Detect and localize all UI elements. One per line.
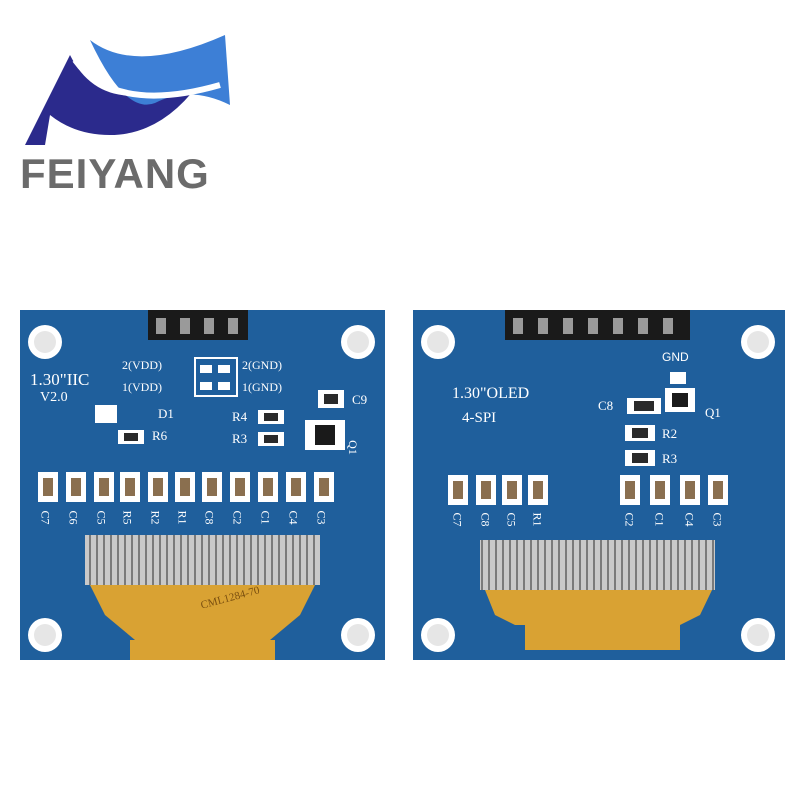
component-label: C5: [94, 510, 109, 525]
component-label: GND: [662, 350, 689, 364]
pin-label: 2(GND): [242, 358, 282, 372]
component-label: D1: [158, 406, 174, 421]
component-label: R2: [148, 510, 163, 525]
component-label: C2: [622, 512, 637, 527]
component-label: C8: [202, 510, 217, 525]
component-label: C1: [258, 510, 273, 525]
component-label: C7: [38, 510, 53, 525]
component-label: C5: [504, 512, 519, 527]
right-module-interface: 4-SPI: [462, 410, 497, 426]
brand-name: FEIYANG: [20, 150, 210, 197]
component-label: C2: [230, 510, 245, 525]
pin-label: 2(VDD): [122, 358, 162, 372]
component-label: C8: [478, 512, 493, 527]
component-label: C3: [314, 510, 329, 525]
right-oled-module: [413, 310, 785, 660]
component-label: Q1: [705, 405, 721, 420]
left-module-title: 1.30"IIC: [30, 370, 90, 389]
component-label: R4: [232, 409, 248, 424]
component-label: C6: [66, 510, 81, 525]
component-label: C8: [598, 398, 614, 413]
component-label: R1: [530, 512, 545, 527]
component-label: Q1: [345, 440, 360, 455]
component-label: C3: [710, 512, 725, 527]
component-label: C4: [286, 510, 301, 525]
left-module-version: V2.0: [40, 390, 68, 405]
pin-label: 1(VDD): [122, 380, 162, 394]
pin-label: 1(GND): [242, 380, 282, 394]
component-label: C9: [352, 392, 368, 407]
component-label: R3: [662, 451, 678, 466]
feiyang-logo-icon: [25, 35, 230, 145]
component-label: R3: [232, 431, 248, 446]
left-oled-module: [20, 310, 385, 660]
component-label: C7: [450, 512, 465, 527]
right-module-title: 1.30"OLED: [452, 385, 530, 402]
component-label: R2: [662, 426, 678, 441]
component-label: R1: [175, 510, 190, 525]
component-label: C4: [682, 512, 697, 527]
component-label: R5: [120, 510, 135, 525]
component-label: C1: [652, 512, 667, 527]
component-label: R6: [152, 428, 168, 443]
